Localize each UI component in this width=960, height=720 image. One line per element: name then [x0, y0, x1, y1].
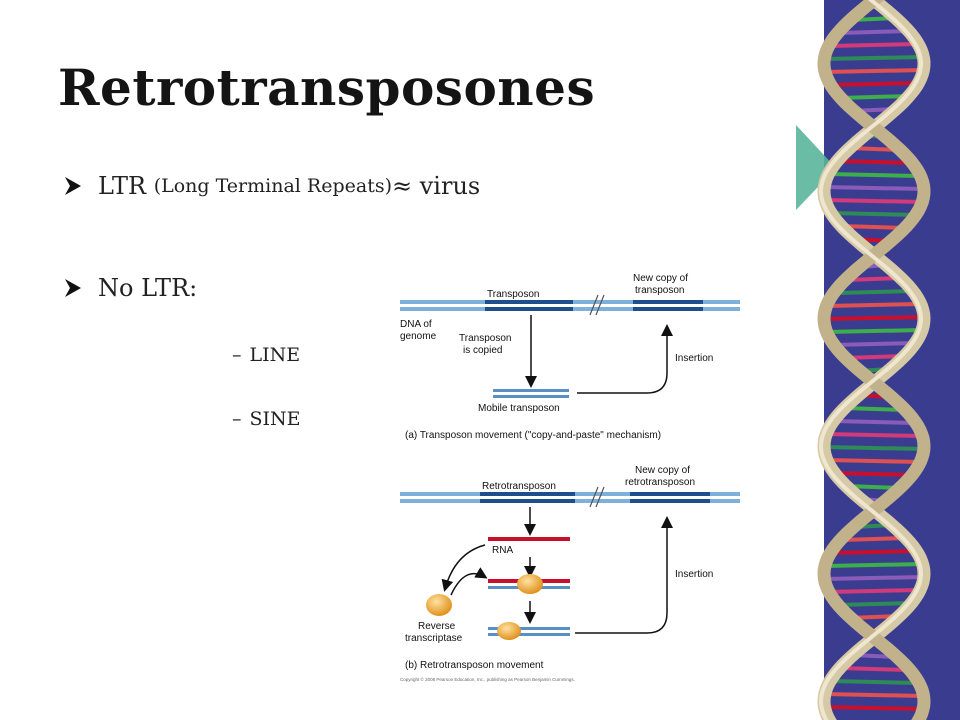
helix-rung	[836, 601, 912, 607]
label-copied-2: is copied	[463, 345, 502, 356]
helix-rung	[844, 406, 904, 412]
helix-rung	[825, 562, 923, 568]
helix-rung	[841, 224, 907, 230]
label-rna: RNA	[492, 545, 513, 556]
helix-rung	[823, 445, 925, 451]
transposon-diagram: Transposon New copy of transposon DNA of…	[400, 273, 740, 682]
helix-rung	[835, 289, 913, 295]
dash: –	[232, 408, 242, 430]
label-new-copy-b-1: New copy of	[635, 465, 690, 476]
arrow-insertion-a	[577, 324, 673, 394]
panel-b: Retrotransposon New copy of retrotranspo…	[400, 465, 740, 671]
sub-item-line-label: LINE	[249, 344, 301, 366]
slide-title: Retrotransposones	[58, 58, 596, 117]
arrow-to-enzyme	[441, 544, 486, 592]
label-transposon: Transposon	[487, 289, 539, 300]
label-retrotransposon: Retrotransposon	[482, 481, 556, 492]
rna-strand	[488, 537, 570, 541]
helix-rung	[832, 341, 916, 347]
label-reverse-1: Reverse	[418, 621, 456, 632]
helix-rung	[824, 315, 924, 321]
bullet-ltr-main: LTR	[98, 172, 147, 200]
helix-rung	[827, 588, 921, 594]
label-new-copy-a-1: New copy of	[633, 273, 688, 284]
helix-rung	[842, 536, 906, 542]
label-dna-genome-1: DNA of	[400, 319, 432, 330]
helix-rung	[838, 94, 910, 100]
caption-panel-a: (a) Transposon movement ("copy-and-paste…	[405, 430, 661, 441]
helix-rung	[826, 458, 922, 464]
helix-strand-back	[817, 0, 931, 720]
label-insertion-b: Insertion	[675, 569, 713, 580]
arrow-insertion-b	[575, 516, 673, 634]
helix-rung	[824, 692, 924, 698]
helix-rung	[824, 705, 924, 711]
sub-item-sine-label: SINE	[249, 408, 301, 430]
dash: –	[232, 344, 242, 366]
sub-item-line: –LINE	[232, 344, 300, 366]
bullet-ltr: LTR (Long Terminal Repeats)≈ virus	[62, 172, 480, 200]
copyright-note: Copyright © 2008 Pearson Education, Inc.…	[400, 676, 575, 682]
label-reverse-2: transcriptase	[405, 633, 463, 644]
helix-rung	[839, 29, 909, 35]
bullet-ltr-detail: (Long Terminal Repeats)	[153, 175, 392, 197]
helix-rung	[830, 679, 918, 685]
helix-rung	[829, 81, 919, 87]
label-insertion-a: Insertion	[675, 353, 713, 364]
helix-rung	[833, 419, 915, 425]
helix-rungs	[823, 16, 925, 711]
label-new-copy-a-2: transposon	[635, 285, 684, 296]
helix-rung	[824, 575, 924, 581]
sub-item-sine: –SINE	[232, 408, 301, 430]
helix-rung	[824, 68, 924, 74]
dna-copy-b	[488, 622, 570, 640]
dna-helix-decoration	[796, 0, 960, 720]
arrow-bullet-icon	[65, 177, 81, 195]
label-new-copy-b-2: retrotransposon	[625, 477, 695, 488]
helix-rung	[826, 432, 922, 438]
helix-rung	[824, 185, 924, 191]
helix-rung	[825, 328, 923, 334]
helix-rung	[839, 666, 909, 672]
genome-dna-b	[400, 486, 740, 508]
rna-dna-hybrid	[488, 574, 570, 594]
bullet-no-ltr: No LTR:	[62, 274, 197, 302]
label-dna-genome-2: genome	[400, 331, 437, 342]
reverse-transcriptase-enzyme	[426, 594, 452, 616]
caption-panel-b: (b) Retrotransposon movement	[405, 660, 544, 671]
helix-rung	[828, 172, 920, 178]
helix-rung	[834, 471, 914, 477]
bullet-no-ltr-main: No LTR:	[98, 274, 198, 302]
helix-rung	[830, 211, 918, 217]
panel-a: Transposon New copy of transposon DNA of…	[400, 273, 740, 441]
helix-rung	[829, 42, 919, 48]
helix-rung	[825, 198, 923, 204]
mobile-transposon-a	[493, 389, 569, 398]
label-mobile-transposon: Mobile transposon	[478, 403, 560, 414]
arrow-from-enzyme	[450, 567, 488, 596]
helix-rung	[824, 55, 924, 61]
label-copied-1: Transposon	[459, 333, 511, 344]
helix-rung	[837, 159, 911, 165]
bullet-ltr-suffix: ≈ virus	[392, 172, 481, 200]
genome-dna-a	[400, 294, 740, 316]
helix-rung	[831, 549, 917, 555]
teal-accent-triangle	[796, 125, 836, 210]
helix-strand-highlight	[818, 0, 924, 720]
helix-rung	[827, 302, 921, 308]
arrow-bullet-icon	[65, 279, 81, 297]
